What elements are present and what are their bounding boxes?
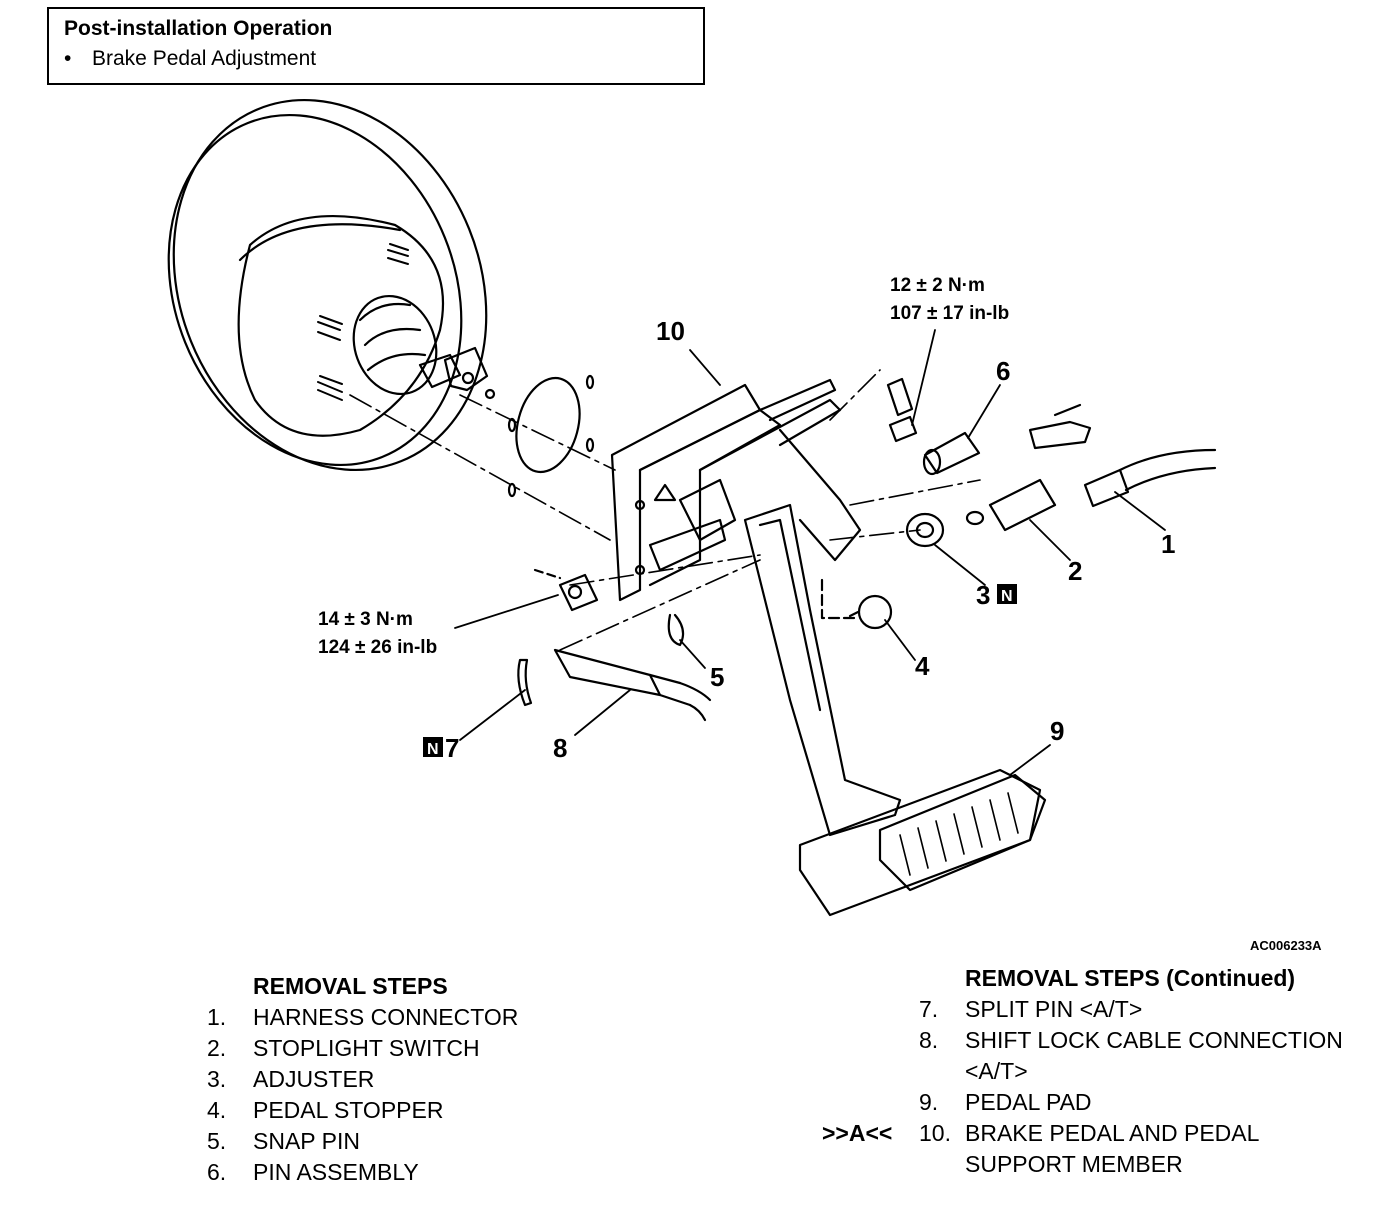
step-text: SNAP PIN (253, 1128, 360, 1154)
callout-10: 10 (656, 316, 685, 346)
callout-7: 7 (445, 733, 459, 763)
step-number: 1. (207, 1004, 227, 1030)
list-item-continuation: <A/T> (965, 1058, 1028, 1084)
post-installation-item-text: Brake Pedal Adjustment (92, 47, 317, 70)
callout-9: 9 (1050, 716, 1064, 746)
post-installation-item: • Brake Pedal Adjustment (64, 47, 316, 71)
list-item: 1. HARNESS CONNECTOR (207, 1002, 518, 1033)
step-number: 3. (207, 1066, 227, 1092)
step-text: HARNESS CONNECTOR (253, 1004, 519, 1030)
step-text: BRAKE PEDAL AND PEDAL (965, 1120, 1260, 1146)
callout-5: 5 (710, 662, 724, 692)
list-item: 3. ADJUSTER (207, 1064, 518, 1095)
list-item: 5. SNAP PIN (207, 1126, 518, 1157)
list-item-continuation: SUPPORT MEMBER (965, 1151, 1183, 1177)
figure-id: AC006233A (1250, 938, 1322, 953)
step-number: 9. (919, 1089, 939, 1115)
step-number: 5. (207, 1128, 227, 1154)
step-text: SHIFT LOCK CABLE CONNECTION (965, 1027, 1343, 1053)
torque-upper-imperial: 107 ± 17 in-lb (890, 303, 1009, 324)
alignment-lines (349, 369, 981, 651)
removal-steps-continued-heading: REMOVAL STEPS (Continued) (965, 965, 1296, 991)
post-installation-title: Post-installation Operation (64, 17, 333, 40)
list-item: 7. SPLIT PIN <A/T> (919, 994, 1349, 1025)
torque-lower-metric: 14 ± 3 N·m (318, 609, 413, 630)
step-number: 2. (207, 1035, 227, 1061)
callout-1: 1 (1161, 529, 1175, 559)
list-item: 2. STOPLIGHT SWITCH (207, 1033, 518, 1064)
n-badge-3-label: N (1001, 588, 1013, 605)
list-item: 10. BRAKE PEDAL AND PEDAL (919, 1118, 1349, 1149)
step-text: PEDAL PAD (965, 1089, 1092, 1115)
step-text: STOPLIGHT SWITCH (253, 1035, 480, 1061)
list-item: 8. SHIFT LOCK CABLE CONNECTION (919, 1025, 1349, 1056)
post-installation-box: Post-installation Operation • Brake Pedal… (47, 7, 705, 85)
n-badge-7 (423, 737, 443, 757)
torque-lower-imperial: 124 ± 26 in-lb (318, 637, 437, 658)
step-text: SPLIT PIN <A/T> (965, 996, 1143, 1022)
bullet-icon: • (64, 47, 72, 70)
callout-8: 8 (553, 733, 567, 763)
leader-lines (454, 329, 1166, 776)
callout-4: 4 (915, 651, 930, 681)
step-number: 6. (207, 1159, 227, 1185)
brake-pedal-drawing (743, 503, 1047, 917)
list-item: 4. PEDAL STOPPER (207, 1095, 518, 1126)
callout-2: 2 (1068, 556, 1082, 586)
brake-booster-drawing (167, 98, 595, 498)
step-text: PEDAL STOPPER (253, 1097, 444, 1123)
torque-upper-metric: 12 ± 2 N·m (890, 275, 985, 296)
step-text: PIN ASSEMBLY (253, 1159, 419, 1185)
step-number: 4. (207, 1097, 227, 1123)
brake-pedal-diagram: 1 2 3 N 4 5 6 N 7 8 9 10 12 ± 2 N·m 107 … (167, 98, 1322, 953)
n-badge-3 (997, 584, 1017, 604)
removal-steps-list: REMOVAL STEPS 1. HARNESS CONNECTOR 2. STOP… (207, 971, 518, 1188)
removal-steps-continued-list: REMOVAL STEPS (Continued) 7. SPLIT PIN <A… (919, 963, 1349, 1180)
callout-6: 6 (996, 356, 1010, 386)
step-number: 7. (919, 996, 939, 1022)
pedal-support-drawing (610, 378, 862, 602)
small-parts-drawing (517, 377, 1217, 722)
list-item: 6. PIN ASSEMBLY (207, 1157, 518, 1188)
step-text: ADJUSTER (253, 1066, 375, 1092)
step-number: 8. (919, 1027, 939, 1053)
step-number: 10. (919, 1120, 951, 1146)
list-item: 9. PEDAL PAD (919, 1087, 1349, 1118)
callout-3: 3 (976, 580, 990, 610)
n-badge-7-label: N (427, 741, 439, 758)
removal-steps-heading: REMOVAL STEPS (253, 973, 448, 999)
service-point-mark: >>A<< (822, 1120, 893, 1146)
